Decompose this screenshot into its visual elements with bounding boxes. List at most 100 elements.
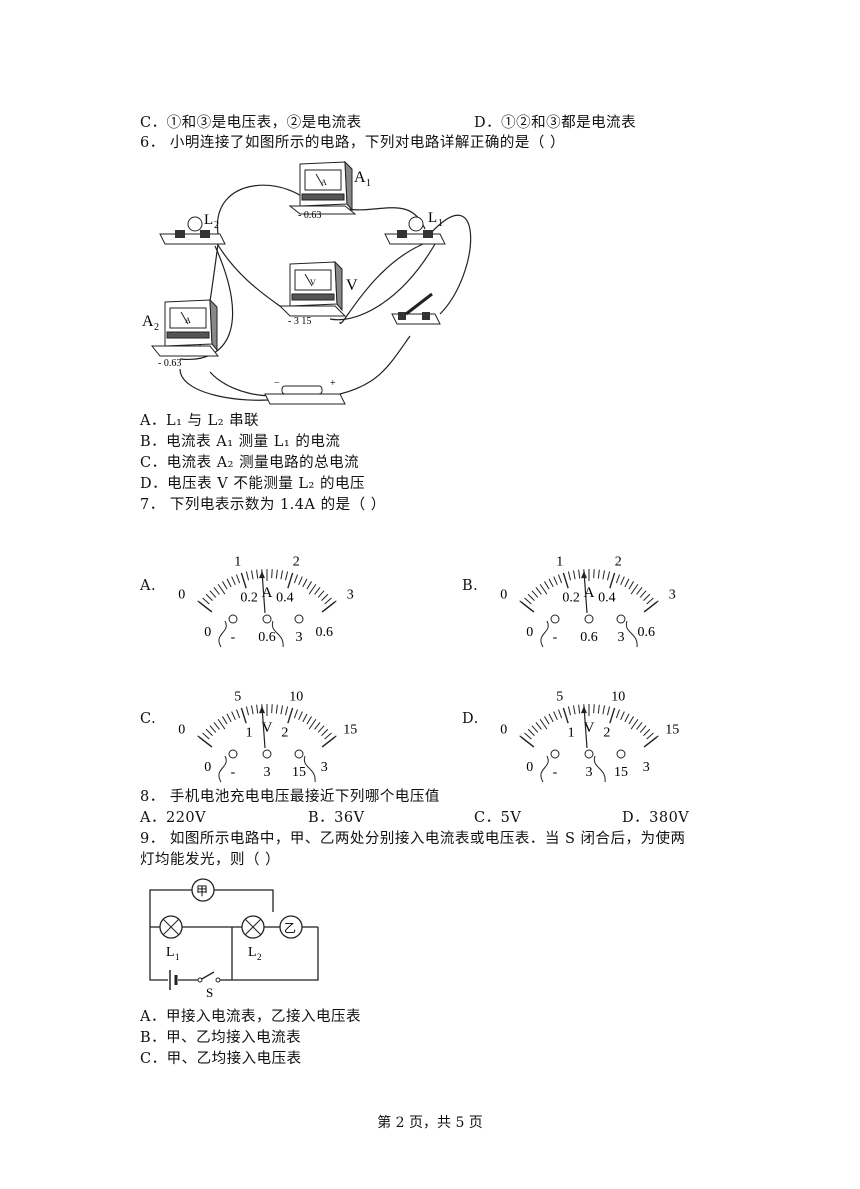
q5-option-d: D．①②和③都是电流表 [474,115,637,131]
outer-scale-label: 0 [500,723,507,738]
scale-tick [606,706,611,716]
scale-tick [620,711,625,721]
terminal-label: 3 [296,630,303,645]
scale-tick [293,709,299,719]
inner-scale-label: 0 [204,760,211,775]
lead-wire [540,755,549,783]
scale-tick [275,569,278,579]
q9-yi: 乙 [284,921,296,935]
v-terminals: - 3 15 [288,316,311,327]
scale-end-mark [643,600,659,613]
a1-face-letter: A [321,178,327,187]
outer-scale-label: 1 [234,554,241,569]
scale-tick [298,576,303,586]
scale-tick [628,716,634,725]
scale-tick [553,711,558,721]
scale-tick [593,569,595,579]
scale-tick [205,593,213,601]
scale-tick [557,574,563,584]
scale-tick [609,707,616,724]
terminal-post [262,614,272,624]
ammeter-a1: A - 0.63 A 1 [288,160,371,221]
battery-plus: + [330,378,336,389]
terminal-label: - [553,630,558,645]
scale-tick [593,704,595,714]
inner-scale-label: 2 [603,726,610,741]
meter-needle-tip [580,706,587,714]
scale-tick [615,574,621,584]
scale-tick [539,718,548,730]
q7-label-c: C. [140,711,157,727]
terminal-post [550,614,560,624]
scale-tick [284,571,289,581]
outer-scale-label: 3 [347,588,354,603]
scale-tick [572,705,576,715]
l1-label: L [428,210,437,226]
scale-tick [231,711,236,721]
terminal-post [616,614,626,624]
scale-tick [245,706,250,716]
scale-tick [280,570,284,580]
meter-unit-label: V [584,720,595,736]
scale-tick [324,732,332,740]
outer-scale-label: 0 [178,588,185,603]
q7-label-a: A. [140,578,157,594]
lead-wire [218,755,227,783]
terminal-label: 15 [614,765,628,780]
inner-scale-label: 3 [643,760,650,775]
meter-needle-tip [258,706,265,714]
scale-tick [535,587,542,595]
scale-tick [271,569,273,579]
scale-tick [562,707,569,724]
terminal-post [262,749,272,759]
scale-tick [624,713,630,723]
meter-unit-label: A [262,585,273,601]
scale-tick [630,718,639,730]
scale-tick [256,704,259,714]
q8-stem: 8． 手机电池充电电压最接近下列哪个电压值 [140,789,440,805]
q9-l1: L [166,945,175,960]
inner-scale-label: 0.2 [562,591,580,606]
outer-scale-label: 0 [500,588,507,603]
scale-tick [213,587,220,595]
lead-wire [593,755,606,783]
scale-tick [317,725,325,733]
bulb-l2: L 2 [159,212,226,245]
terminal-post [294,749,304,759]
scale-tick [202,732,210,740]
q9-l1-sub: 1 [175,952,180,962]
scale-tick [306,581,312,590]
scale-tick [209,725,217,733]
terminal-post [228,614,238,624]
q7-label-b: B. [462,578,479,594]
inner-scale-label: 2 [281,726,288,741]
scale-tick [240,707,247,724]
terminal-label: 15 [292,765,306,780]
scale-tick [527,593,535,601]
a2-label: A [142,313,154,330]
scale-tick [250,570,254,580]
ammeter-a2: A - 0.63 A 2 [142,298,220,369]
scale-tick [544,581,550,590]
inner-scale-label: 0 [204,625,211,640]
q9-s: S [206,985,213,1000]
scale-tick [562,572,569,589]
scale-tick [646,732,654,740]
scale-tick [572,570,576,580]
scale-end-mark [321,600,337,613]
lead-wire [218,620,227,648]
inner-scale-label: 0.6 [638,625,656,640]
scale-tick [602,570,606,580]
scale-tick [553,576,558,586]
scale-tick [302,578,308,588]
scale-tick [284,706,289,716]
scale-tick [240,572,247,589]
scale-tick [597,569,600,579]
terminal-post [294,614,304,624]
scale-tick [217,583,226,595]
inner-scale-label: 0.2 [240,591,258,606]
terminal-post [616,749,626,759]
scale-tick [548,713,554,723]
inner-scale-label: 0 [526,760,533,775]
